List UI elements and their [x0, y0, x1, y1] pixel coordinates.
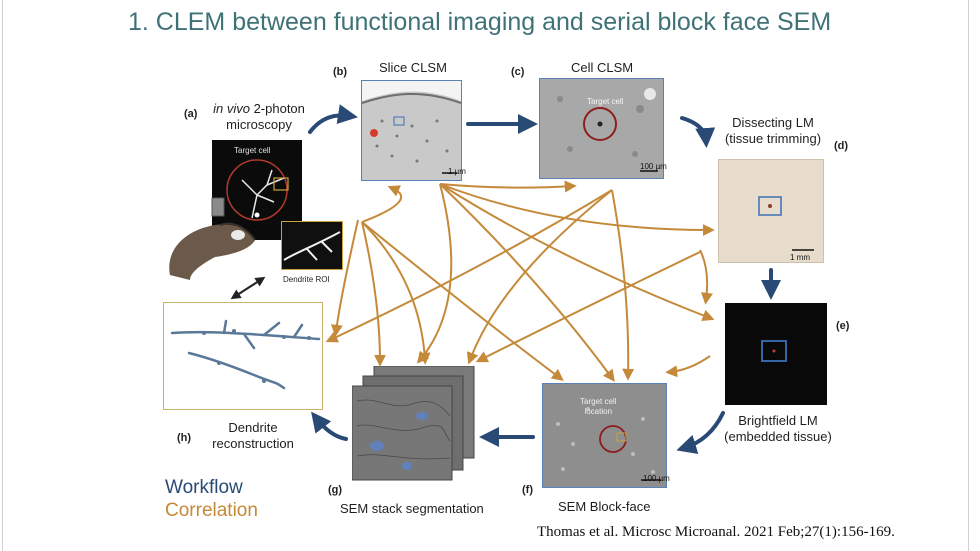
- panel-b-scale: 1 µm: [448, 167, 466, 176]
- panel-d-label-line2: (tissue trimming): [724, 131, 822, 146]
- panel-g-letter: (g): [328, 484, 343, 496]
- panel-c-scale: 100 µm: [640, 162, 667, 171]
- panel-h-label: Dendrite reconstruction: [208, 420, 298, 452]
- panel-h-label-line2: reconstruction: [212, 436, 294, 451]
- panel-h-label-line1: Dendrite: [228, 420, 278, 435]
- panel-a-label-line2: microscopy: [226, 117, 292, 132]
- legend: Workflow Correlation: [165, 476, 258, 522]
- panel-f-letter: (f): [522, 484, 533, 496]
- panel-e-label-line1: Brightfield LM: [738, 413, 818, 428]
- panel-e-letter: (e): [836, 320, 850, 332]
- workflow-arrow-a-b: [308, 104, 358, 134]
- panel-f-label: SEM Block-face: [558, 499, 651, 514]
- panel-c-image: [539, 78, 664, 179]
- dendrite-roi-image: [281, 221, 343, 270]
- panel-d-label: Dissecting LM (tissue trimming): [716, 115, 830, 147]
- roi-reconstruction-double-arrow: [230, 276, 266, 300]
- panel-d-label-line1: Dissecting LM: [732, 115, 814, 130]
- panel-c-letter: (c): [511, 66, 525, 78]
- panel-e-image: [725, 303, 827, 405]
- dendrite-roi-label: Dendrite ROI: [283, 275, 330, 284]
- panel-h-image: [163, 302, 323, 410]
- workflow-arrow-e-f: [676, 411, 725, 455]
- panel-f-target-label: Target cell location: [580, 397, 616, 417]
- panel-f-image: [542, 383, 667, 488]
- left-edge-line: [2, 0, 3, 551]
- legend-workflow: Workflow: [165, 477, 243, 498]
- panel-h-letter: (h): [177, 432, 192, 444]
- mouse-illustration: [160, 195, 270, 280]
- panel-d-letter: (d): [834, 140, 849, 152]
- panel-f-target-line2: location: [584, 407, 613, 416]
- panel-a-label-rest: 2-photon: [249, 101, 305, 116]
- panel-c-label: Cell CLSM: [571, 60, 634, 75]
- panel-d-image: [718, 159, 824, 263]
- citation: Thomas et al. Microsc Microanal. 2021 Fe…: [537, 524, 895, 540]
- panel-a-letter: (a): [184, 108, 198, 120]
- panel-a-target-label: Target cell: [234, 146, 271, 155]
- panel-b-image: [361, 80, 462, 181]
- right-edge-line: [968, 0, 969, 551]
- panel-a-label: in vivo 2-photon microscopy: [204, 101, 314, 133]
- panel-f-scale: 100 µm: [643, 474, 670, 483]
- panel-e-label-line2: (embedded tissue): [724, 429, 832, 444]
- panel-b-letter: (b): [333, 66, 348, 78]
- panel-g-label: SEM stack segmentation: [340, 501, 484, 516]
- panel-e-label: Brightfield LM (embedded tissue): [716, 413, 840, 445]
- panel-f-target-line1: Target cell: [580, 397, 617, 406]
- panel-c-target-label: Target cell: [587, 97, 624, 106]
- workflow-arrow-c-d: [680, 116, 716, 148]
- slide-title: 1. CLEM between functional imaging and s…: [128, 8, 832, 36]
- legend-correlation: Correlation: [165, 500, 258, 521]
- panel-g-image: [352, 366, 478, 482]
- panel-d-scale: 1 mm: [790, 253, 810, 262]
- panel-b-label: Slice CLSM: [379, 60, 447, 75]
- panel-a-label-italic: in vivo: [213, 101, 250, 116]
- workflow-arrow-g-h: [311, 411, 348, 441]
